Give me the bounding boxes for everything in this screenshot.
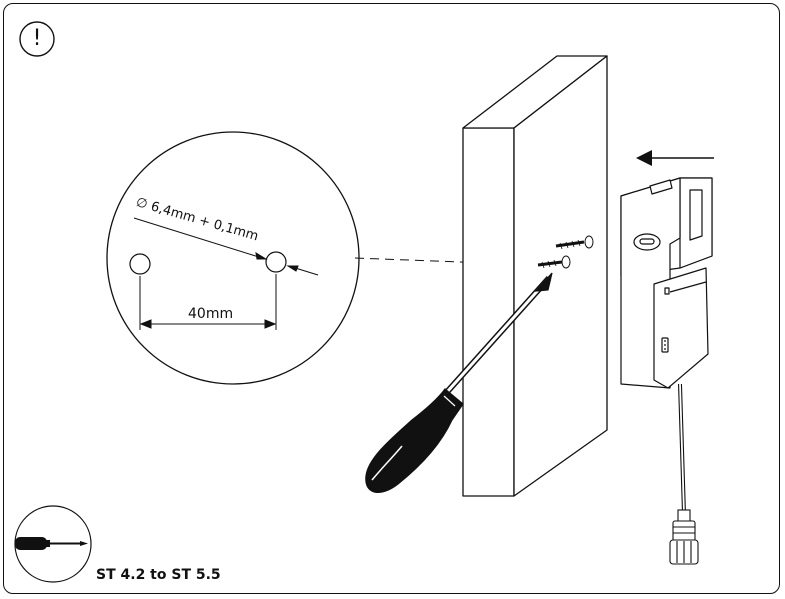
screwdriver <box>365 272 553 493</box>
screw-upper <box>555 235 594 250</box>
warning-circle-icon <box>19 21 55 57</box>
diameter-leader <box>133 217 319 276</box>
mini-screwdriver-icon <box>15 537 88 550</box>
cable <box>678 383 686 515</box>
wall <box>462 55 608 497</box>
device <box>620 177 713 389</box>
cable-connector <box>669 509 699 565</box>
screw-lower <box>537 255 571 269</box>
drill-hole-right <box>265 251 287 273</box>
spacing-dimension <box>139 274 277 330</box>
screw-size-label: ST 4.2 to ST 5.5 <box>96 567 221 583</box>
direction-arrow <box>636 150 714 166</box>
drill-hole-left <box>129 253 151 275</box>
warning-symbol: ! <box>32 26 42 51</box>
hole-spacing-label: 40mm <box>188 306 234 322</box>
